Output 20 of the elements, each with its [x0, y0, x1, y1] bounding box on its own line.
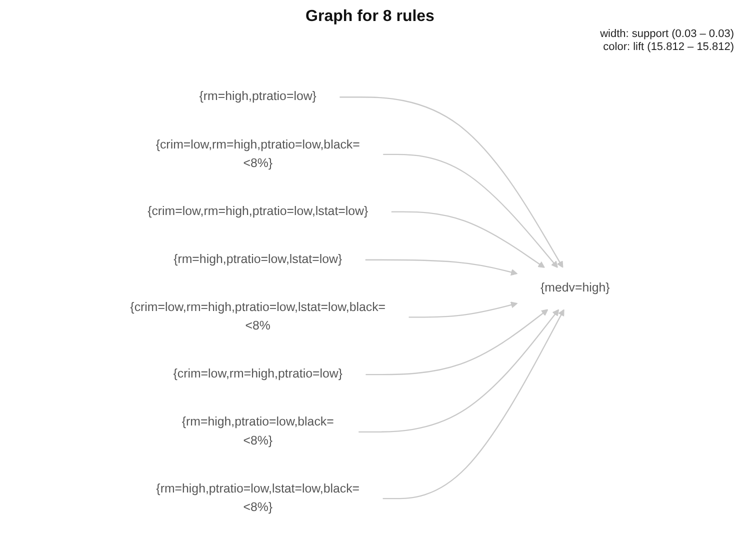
arrow — [383, 154, 558, 268]
arrow — [365, 259, 518, 276]
node-text: {crim=low,rm=high,ptratio=low} — [173, 368, 342, 381]
arrow — [366, 309, 548, 376]
node-text: {crim=low,rm=high,ptratio=low,lstat=low,black=<8% — [130, 300, 386, 333]
legend-note: color: lift (15.812 – 15.812) — [602, 41, 734, 54]
node-text: {rm=high,ptratio=low,lstat=low} — [174, 252, 342, 266]
diagram-title: Graph for 8 rules — [304, 8, 436, 26]
node-text: {medv=high} — [540, 282, 610, 295]
node-text: {crim=low,rm=high,ptratio=low,lstat=low} — [148, 204, 368, 218]
node-text: {rm=high,ptratio=low} — [199, 90, 316, 104]
arrow — [408, 302, 518, 318]
node-text: {rm=high,ptratio=low,lstat=low,black=<8%} — [156, 482, 360, 514]
node-text: {crim=low,rm=high,ptratio=low,black=<8%} — [156, 138, 360, 170]
arrow — [340, 96, 564, 268]
arrow — [391, 211, 545, 268]
arrow — [382, 309, 564, 500]
arrow — [358, 309, 560, 432]
node-text: {rm=high,ptratio=low,black=<8%} — [182, 416, 334, 448]
legend-note: width: support (0.03 – 0.03) — [600, 28, 734, 41]
